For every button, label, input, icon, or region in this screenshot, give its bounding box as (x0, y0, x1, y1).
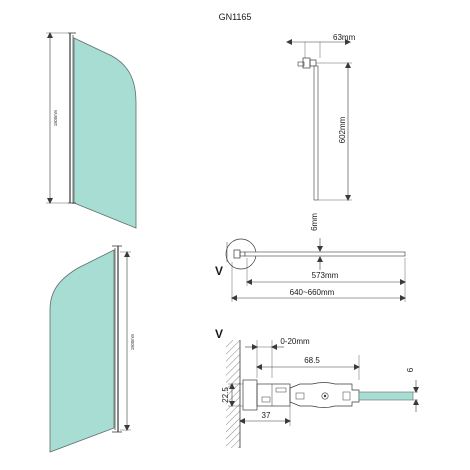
thickness-6-label: 6mm (310, 213, 319, 231)
plan-section-marker: V (215, 264, 223, 278)
height-label: 22.5 (221, 387, 230, 403)
depth-602-label: 602mm (338, 116, 347, 143)
glass-clamp-shape (289, 382, 360, 408)
plan-glass (244, 251, 406, 257)
profile-detail-view: V 0-20mm 68.5 (215, 327, 419, 448)
panel-width-label: 573mm (312, 271, 339, 280)
width-63-label: 63mm (333, 33, 356, 42)
profile-width-label: 68.5 (304, 356, 320, 365)
glass-thickness-label: 6 (406, 367, 415, 372)
plan-view: V 6mm 573mm 640~660mm (215, 213, 406, 302)
lower-glass-panel (49, 249, 115, 453)
upper-glass-panel (73, 37, 137, 229)
upper-height-label: 1500mm (53, 109, 58, 126)
overall-width-label: 640~660mm (290, 288, 335, 297)
wall-profile-shape (242, 379, 291, 411)
adjust-label: 0-20mm (280, 337, 310, 346)
lower-height-label: 1500mm (130, 333, 135, 350)
base-width-label: 37 (262, 411, 271, 420)
drawing-title: GN1165 (219, 12, 252, 22)
detail-glass (358, 391, 414, 401)
lower-front-view: 1500mm (49, 245, 135, 453)
plan-wall-profile (233, 249, 241, 259)
detail-section-marker: V (215, 327, 223, 341)
side-section-view: 63mm 602mm (286, 33, 356, 201)
side-glass-edge (313, 65, 319, 201)
upper-front-view: 1500mm (46, 32, 137, 229)
